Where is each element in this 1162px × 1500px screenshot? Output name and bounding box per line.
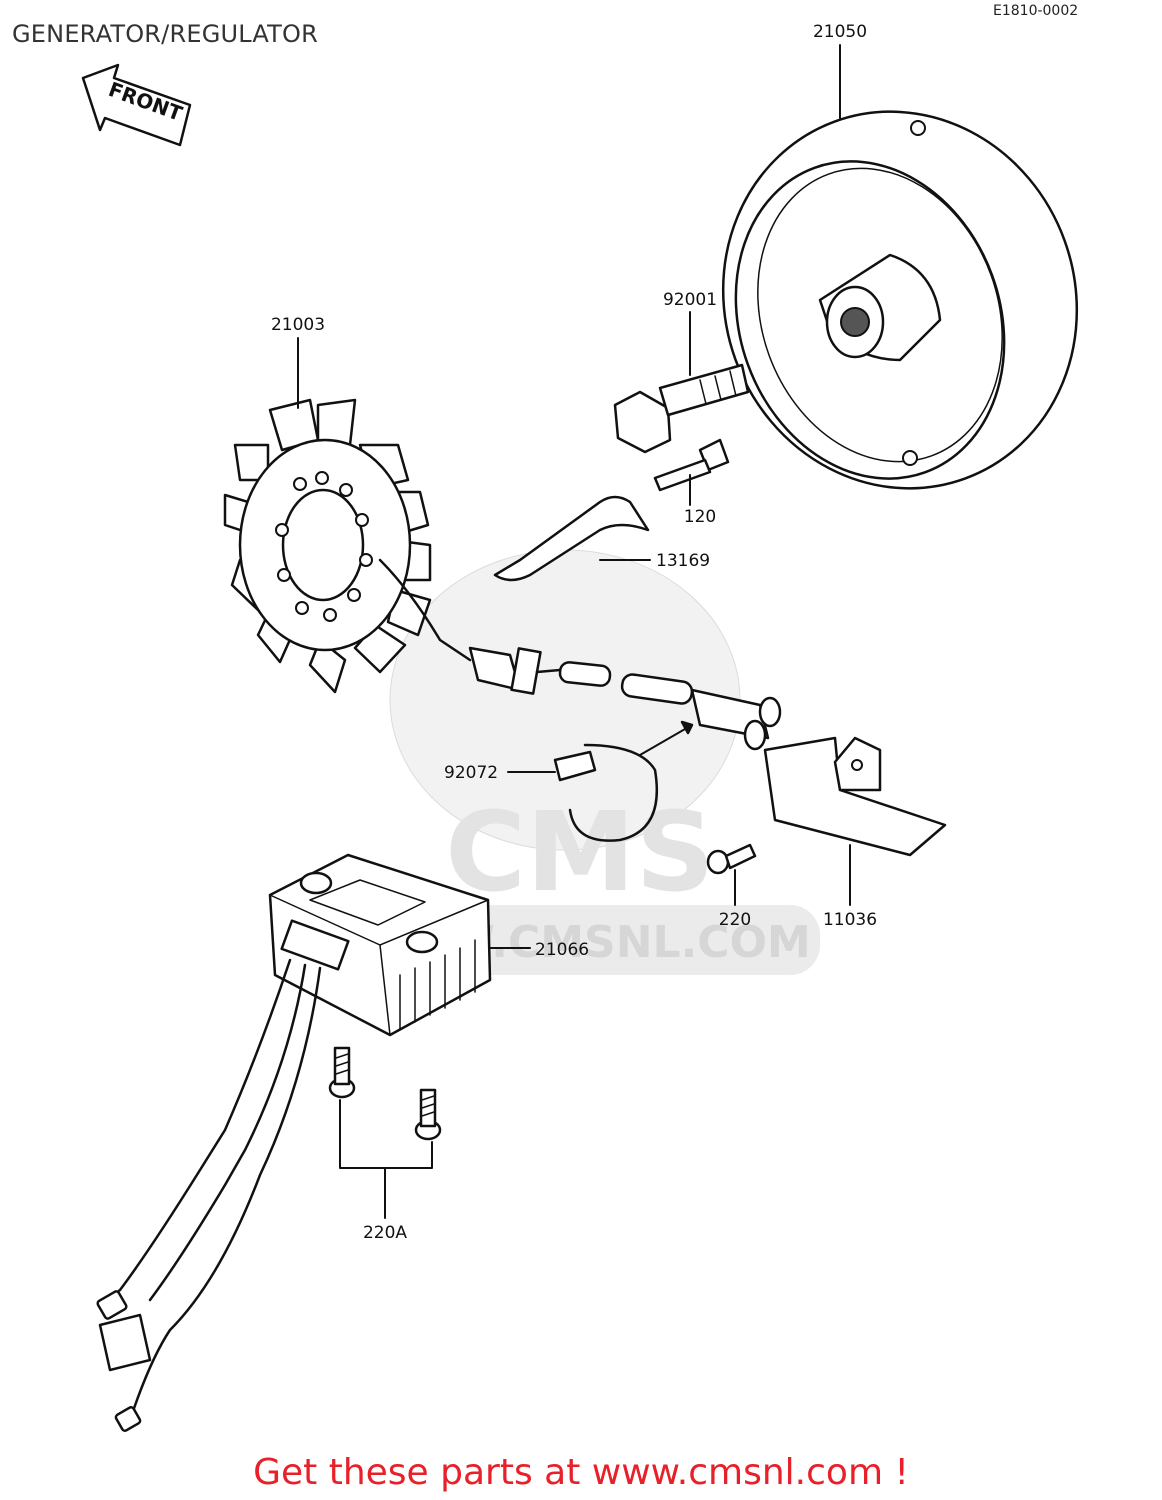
regulator-21066[interactable] [268, 853, 531, 1037]
plate-13169[interactable] [493, 495, 651, 582]
page-title: GENERATOR/REGULATOR [12, 20, 318, 48]
bracket-11036[interactable] [763, 736, 947, 906]
part-number-92001: 92001 [663, 290, 717, 310]
part-number-120: 120 [684, 507, 716, 527]
footer-link[interactable]: Get these parts at www.cmsnl.com ! [253, 1452, 909, 1493]
front-arrow: FRONT [81, 63, 192, 147]
bolt-92001[interactable] [613, 311, 750, 454]
part-number-21066: 21066 [535, 940, 589, 960]
part-number-21003: 21003 [271, 315, 325, 335]
band-92072[interactable] [507, 720, 694, 842]
watermark-brand: CMS [445, 788, 714, 916]
rotor-21050[interactable] [671, 44, 1130, 538]
diagram-code: E1810-0002 [993, 3, 1079, 19]
part-number-220A: 220A [363, 1223, 407, 1243]
stator-wire-connector [468, 646, 782, 751]
screws-220A[interactable] [328, 1046, 442, 1219]
part-number-13169: 13169 [656, 551, 710, 571]
regulator-harness [96, 958, 322, 1432]
part-number-21050: 21050 [813, 22, 867, 42]
part-number-11036: 11036 [823, 910, 877, 930]
stator-21003[interactable] [223, 337, 472, 694]
part-number-220: 220 [719, 910, 751, 930]
screw-120[interactable] [653, 438, 730, 506]
screw-220[interactable] [706, 843, 757, 906]
part-number-92072: 92072 [444, 763, 498, 783]
